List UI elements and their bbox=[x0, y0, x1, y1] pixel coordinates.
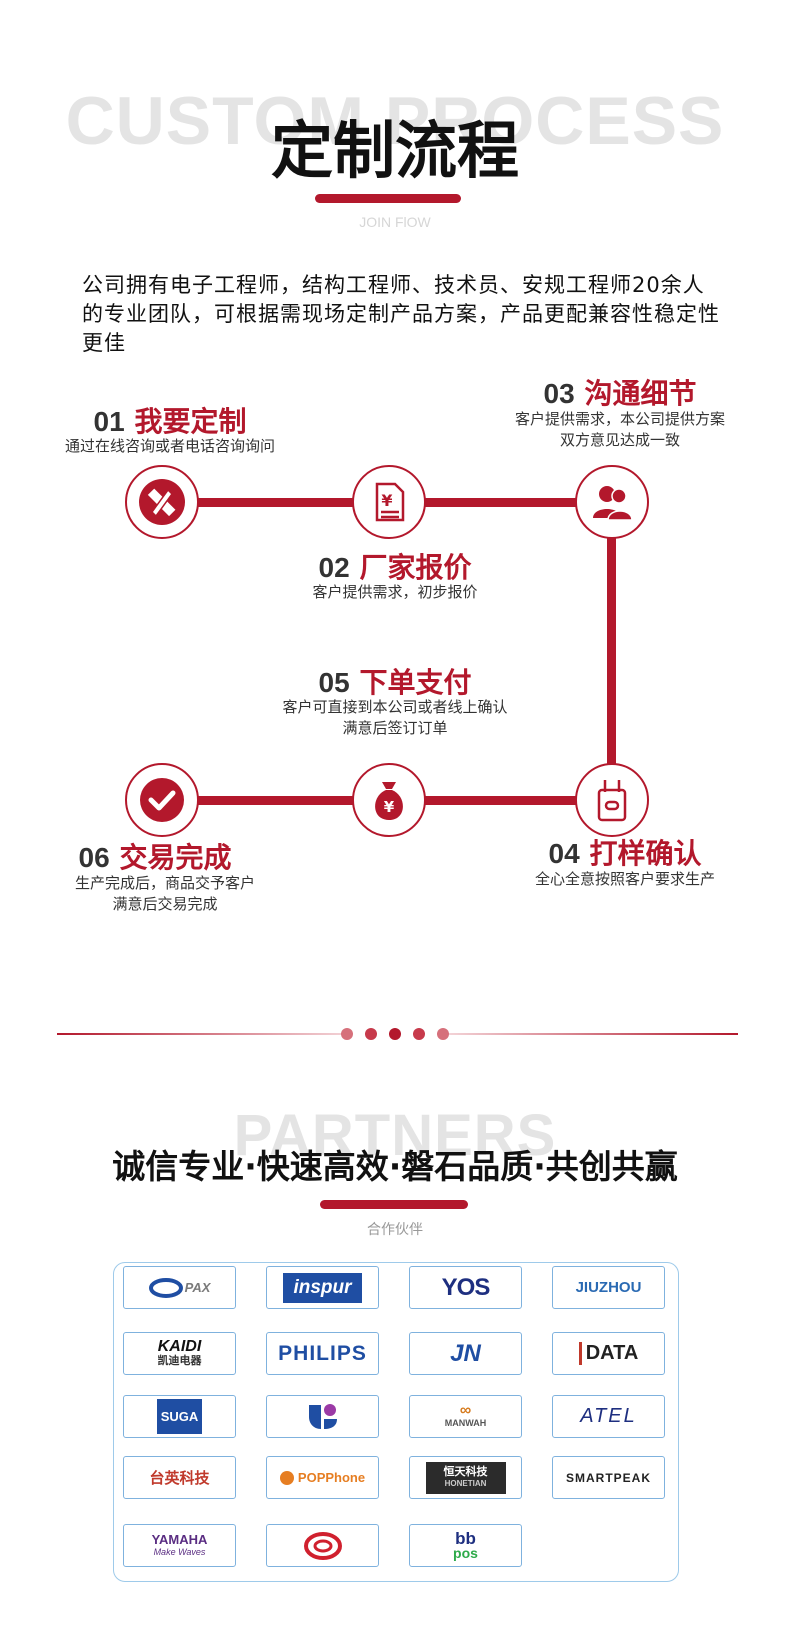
svg-text:¥: ¥ bbox=[384, 798, 395, 816]
step-06-circle bbox=[125, 763, 199, 837]
step-01-title: 01 我要定制 bbox=[40, 400, 300, 440]
partner-logo-yamaha: YAMAHA Make Waves bbox=[123, 1524, 236, 1567]
quote-document-icon: ¥ bbox=[375, 482, 405, 522]
step-02-circle: ¥ bbox=[352, 465, 426, 539]
step-02-title: 02 厂家报价 bbox=[255, 546, 535, 586]
step-03-number: 03 bbox=[543, 378, 575, 409]
pax-swoosh-icon bbox=[148, 1277, 183, 1298]
connector-line-right bbox=[607, 502, 616, 802]
step-04-circle bbox=[575, 763, 649, 837]
svg-text:¥: ¥ bbox=[381, 491, 392, 510]
step-02-desc: 客户提供需求，初步报价 bbox=[312, 583, 478, 601]
partner-logo-manwah: ∞ MANWAH bbox=[409, 1395, 522, 1438]
check-icon bbox=[140, 778, 184, 822]
partner-logo-red-circle bbox=[266, 1524, 379, 1567]
process-ghost-title: CUSTOM PROCESS bbox=[65, 83, 725, 159]
partner-logo-atel: ATEL bbox=[552, 1395, 665, 1438]
partners-ghost-title: PARTNERS bbox=[233, 1103, 557, 1168]
step-04-name: 打样确认 bbox=[589, 837, 702, 870]
step-03-title: 03 沟通细节 bbox=[480, 372, 760, 412]
partner-logo-blue-purple bbox=[266, 1395, 379, 1438]
process-title: 定制流程 bbox=[270, 114, 519, 187]
divider-dot bbox=[413, 1028, 425, 1040]
partner-logo-yos: YOS bbox=[409, 1266, 522, 1309]
partner-logo-pax: PAX bbox=[123, 1266, 236, 1309]
divider-right bbox=[448, 1033, 738, 1035]
pencil-ruler-icon bbox=[139, 479, 185, 525]
partner-ring-icon bbox=[303, 1531, 342, 1560]
step-01-circle bbox=[125, 465, 199, 539]
process-title-underline bbox=[315, 194, 461, 203]
partner-logo-suga: SUGA bbox=[123, 1395, 236, 1438]
partner-logo-data: DATA bbox=[552, 1332, 665, 1375]
step-03-circle bbox=[575, 465, 649, 539]
divider-left bbox=[57, 1033, 347, 1035]
step-03-name: 沟通细节 bbox=[584, 377, 697, 410]
step-05-desc: 客户可直接到本公司或者线上确认 满意后签订订单 bbox=[282, 698, 508, 737]
partners-title: 诚信专业·快速高效·磐石品质·共创共赢 bbox=[112, 1147, 678, 1186]
partner-logo-smartpeak: SMARTPEAK bbox=[552, 1456, 665, 1499]
step-05-title: 05 下单支付 bbox=[255, 661, 535, 701]
step-01-name: 我要定制 bbox=[134, 405, 247, 438]
sample-device-icon bbox=[597, 780, 627, 822]
step-01-desc: 通过在线咨询或者电话咨询询问 bbox=[64, 437, 275, 455]
step-01-number: 01 bbox=[93, 406, 125, 437]
divider-dot bbox=[365, 1028, 377, 1040]
step-02-name: 厂家报价 bbox=[359, 551, 472, 584]
users-icon bbox=[593, 486, 633, 521]
partner-logo-taiying: 台英科技 bbox=[123, 1456, 236, 1499]
divider-dot bbox=[389, 1028, 401, 1040]
partner-logo-bbpos: bb pos bbox=[409, 1524, 522, 1567]
partner-logo-kaidi: KAIDI 凯迪电器 bbox=[123, 1332, 236, 1375]
process-intro: 公司拥有电子工程师，结构工程师、技术员、安规工程师20余人的专业团队，可根据需现… bbox=[82, 273, 720, 355]
step-05-number: 05 bbox=[318, 667, 350, 698]
step-03-desc: 客户提供需求，本公司提供方案 双方意见达成一致 bbox=[514, 410, 725, 449]
step-05-name: 下单支付 bbox=[359, 666, 472, 699]
partner-emblem-icon bbox=[308, 1403, 337, 1429]
partner-logo-jiuzhou: JIUZHOU bbox=[552, 1266, 665, 1309]
partner-logo-jn: JN bbox=[409, 1332, 522, 1375]
divider-dot bbox=[437, 1028, 449, 1040]
partner-logo-inspur: inspur bbox=[266, 1266, 379, 1309]
step-04-desc: 全心全意按照客户要求生产 bbox=[534, 870, 715, 888]
partner-logo-popphone: POPPhone bbox=[266, 1456, 379, 1499]
divider-dot bbox=[341, 1028, 353, 1040]
partner-logo-honetian: 恒天科技 HONETIAN bbox=[409, 1456, 522, 1499]
partners-logo-grid bbox=[113, 1262, 679, 1582]
partners-title-underline bbox=[320, 1200, 468, 1209]
step-06-desc: 生产完成后，商品交予客户 满意后交易完成 bbox=[74, 874, 255, 913]
partners-subtitle: 合作伙伴 bbox=[367, 1222, 423, 1238]
step-04-title: 04 打样确认 bbox=[485, 832, 765, 872]
step-06-number: 06 bbox=[78, 842, 110, 873]
step-06-title: 06 交易完成 bbox=[15, 836, 295, 876]
popphone-mark-icon bbox=[279, 1470, 294, 1485]
money-bag-icon: ¥ bbox=[375, 782, 403, 820]
step-02-number: 02 bbox=[318, 552, 350, 583]
partner-logo-philips: PHILIPS bbox=[266, 1332, 379, 1375]
step-04-number: 04 bbox=[548, 838, 580, 869]
step-06-name: 交易完成 bbox=[119, 841, 232, 874]
step-05-circle: ¥ bbox=[352, 763, 426, 837]
process-subtitle: JOIN FlOW bbox=[359, 214, 431, 230]
